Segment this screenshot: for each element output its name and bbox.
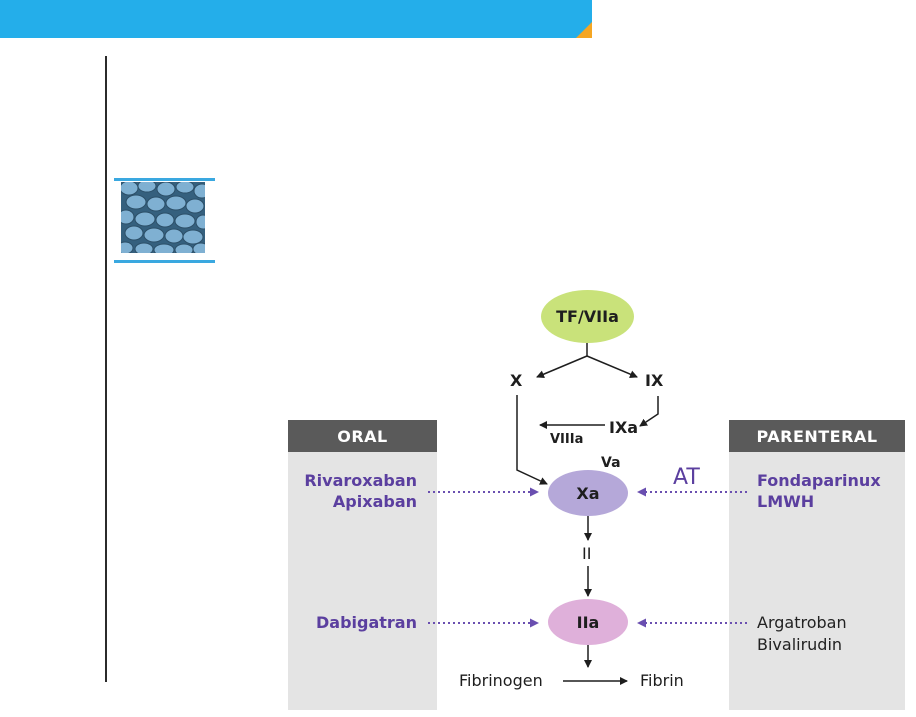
- blue-pills-image: [121, 182, 205, 253]
- oral-panel: ORAL: [288, 420, 437, 710]
- factor-ixa-label: IXa: [609, 418, 639, 437]
- fibrin-label: Fibrin: [640, 671, 684, 690]
- tf-viia-node: TF/VIIa: [541, 290, 634, 343]
- factor-va-label: Va: [601, 455, 621, 471]
- ix-to-ixa-arrow: [639, 396, 659, 427]
- top-banner: [0, 0, 592, 38]
- banner-corner-accent: [576, 22, 592, 38]
- oral-drug-dabigatran: Dabigatran: [316, 613, 417, 632]
- parenteral-drug-lmwh: LMWH: [757, 492, 815, 511]
- iia-node: IIa: [548, 599, 628, 645]
- oral-panel-header: ORAL: [288, 420, 437, 452]
- factor-ix-label: IX: [645, 371, 664, 390]
- tf-to-x-arrow: [536, 355, 588, 378]
- image-bottom-rule: [114, 260, 215, 263]
- factor-ii-label: II: [582, 544, 592, 563]
- parenteral-drug-fondaparinux: Fondaparinux: [757, 471, 881, 490]
- parenteral-panel-header: PARENTERAL: [729, 420, 905, 452]
- x-to-xa-arrow: [516, 395, 548, 485]
- image-top-rule: [114, 178, 215, 181]
- antithrombin-label: AT: [673, 465, 700, 490]
- factor-x-label: X: [510, 371, 523, 390]
- xa-node: Xa: [548, 470, 628, 516]
- parenteral-drug-argatroban: Argatroban: [757, 613, 847, 632]
- parenteral-panel: PARENTERAL: [729, 420, 905, 710]
- oral-drug-rivaroxaban: Rivaroxaban: [304, 471, 417, 490]
- tf-to-ix-arrow: [586, 355, 638, 378]
- fibrinogen-label: Fibrinogen: [459, 671, 543, 690]
- oral-drug-apixaban: Apixaban: [332, 492, 417, 511]
- left-divider: [105, 56, 107, 682]
- parenteral-drug-bivalirudin: Bivalirudin: [757, 635, 843, 654]
- factor-viiia-label: VIIIa: [550, 432, 584, 447]
